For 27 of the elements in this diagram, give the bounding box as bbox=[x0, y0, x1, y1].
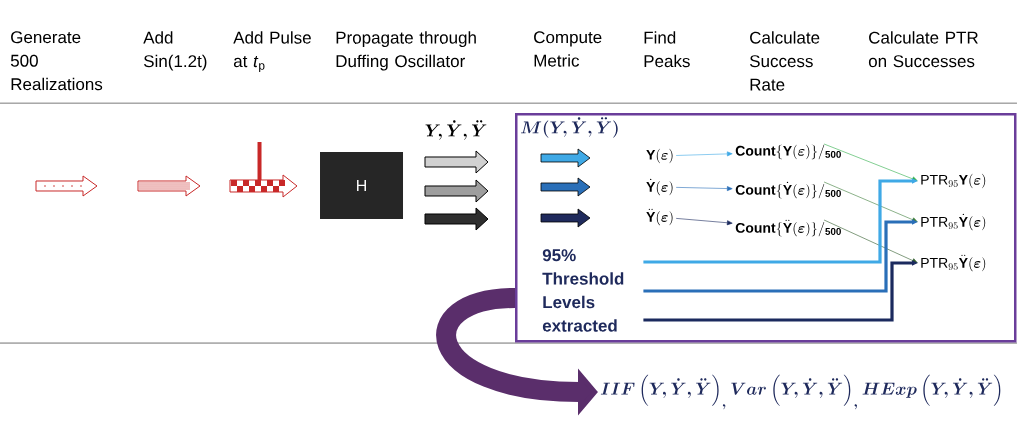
count-formula: $\mathbf{Count}\{\dot{\mathbf{Y}}(\boldsymbol{\varepsilon})\}/_{\mathbf{500}}$ bbox=[735, 181, 841, 199]
arrow bbox=[675, 151, 733, 157]
step-heading: Generate 500 Realizations bbox=[10, 31, 103, 91]
variable-label: $\ddot{\mathbf{Y}}(\boldsymbol{\varepsilon})$ bbox=[646, 208, 673, 226]
arrow bbox=[675, 186, 733, 191]
arrow bbox=[823, 143, 918, 182]
threshold-text: 95% Threshold Levels extracted bbox=[542, 249, 624, 332]
step-heading: Add Pulse at t$_{p}$ bbox=[233, 31, 311, 73]
arrow bbox=[675, 218, 733, 226]
arrow bbox=[823, 219, 918, 263]
count-formula: $\mathbf{Count}\{\ddot{\mathbf{Y}}(\boldsymbol{\varepsilon})\}/_{\mathbf{500}}$ bbox=[735, 219, 841, 237]
ptr-formula: $\mathrm{PTR}_{95}\dot{\mathbf{Y}}(\boldsymbol{\varepsilon})$ bbox=[921, 213, 986, 231]
system-box: H bbox=[320, 152, 403, 219]
step-heading: Calculate Success Rate bbox=[749, 31, 820, 91]
step-heading: Add Sin(1.2t) bbox=[143, 31, 207, 71]
result-formula: $\boldsymbol{IIF\left(Y,\dot{Y},\ddot{Y}\right)_{,}Var\left(Y,\dot{Y},\ddot{Y}\right)_{,}HExp\left(Y,\dot{Y},\ddot{Y}\right)}$ bbox=[600, 374, 1001, 410]
step-heading: Compute Metric bbox=[534, 31, 602, 67]
arrow bbox=[823, 181, 918, 222]
step-heading: Find Peaks bbox=[644, 31, 690, 68]
ptr-formula: $\mathrm{PTR}_{95}\ddot{\mathbf{Y}}(\boldsymbol{\varepsilon})$ bbox=[921, 254, 986, 272]
step-heading: Calculate PTR on Successes bbox=[868, 31, 978, 68]
variable-label: $\mathbf{Y}(\boldsymbol{\varepsilon})$ bbox=[646, 148, 673, 164]
ptr-formula: $\mathrm{PTR}_{95}\mathbf{Y}(\boldsymbol{\varepsilon})$ bbox=[921, 173, 986, 189]
count-formula: $\mathbf{Count}\{\mathbf{Y}(\boldsymbol{\varepsilon})\}/_{\mathbf{500}}$ bbox=[735, 144, 841, 160]
variable-label: $\dot{\mathbf{Y}}(\boldsymbol{\varepsilon})$ bbox=[646, 178, 673, 196]
signal-label: $\boldsymbol{Y,\dot{Y},\ddot{Y}}$ bbox=[425, 120, 487, 140]
step-heading: Propagate through Duffing Oscillator bbox=[336, 31, 476, 71]
